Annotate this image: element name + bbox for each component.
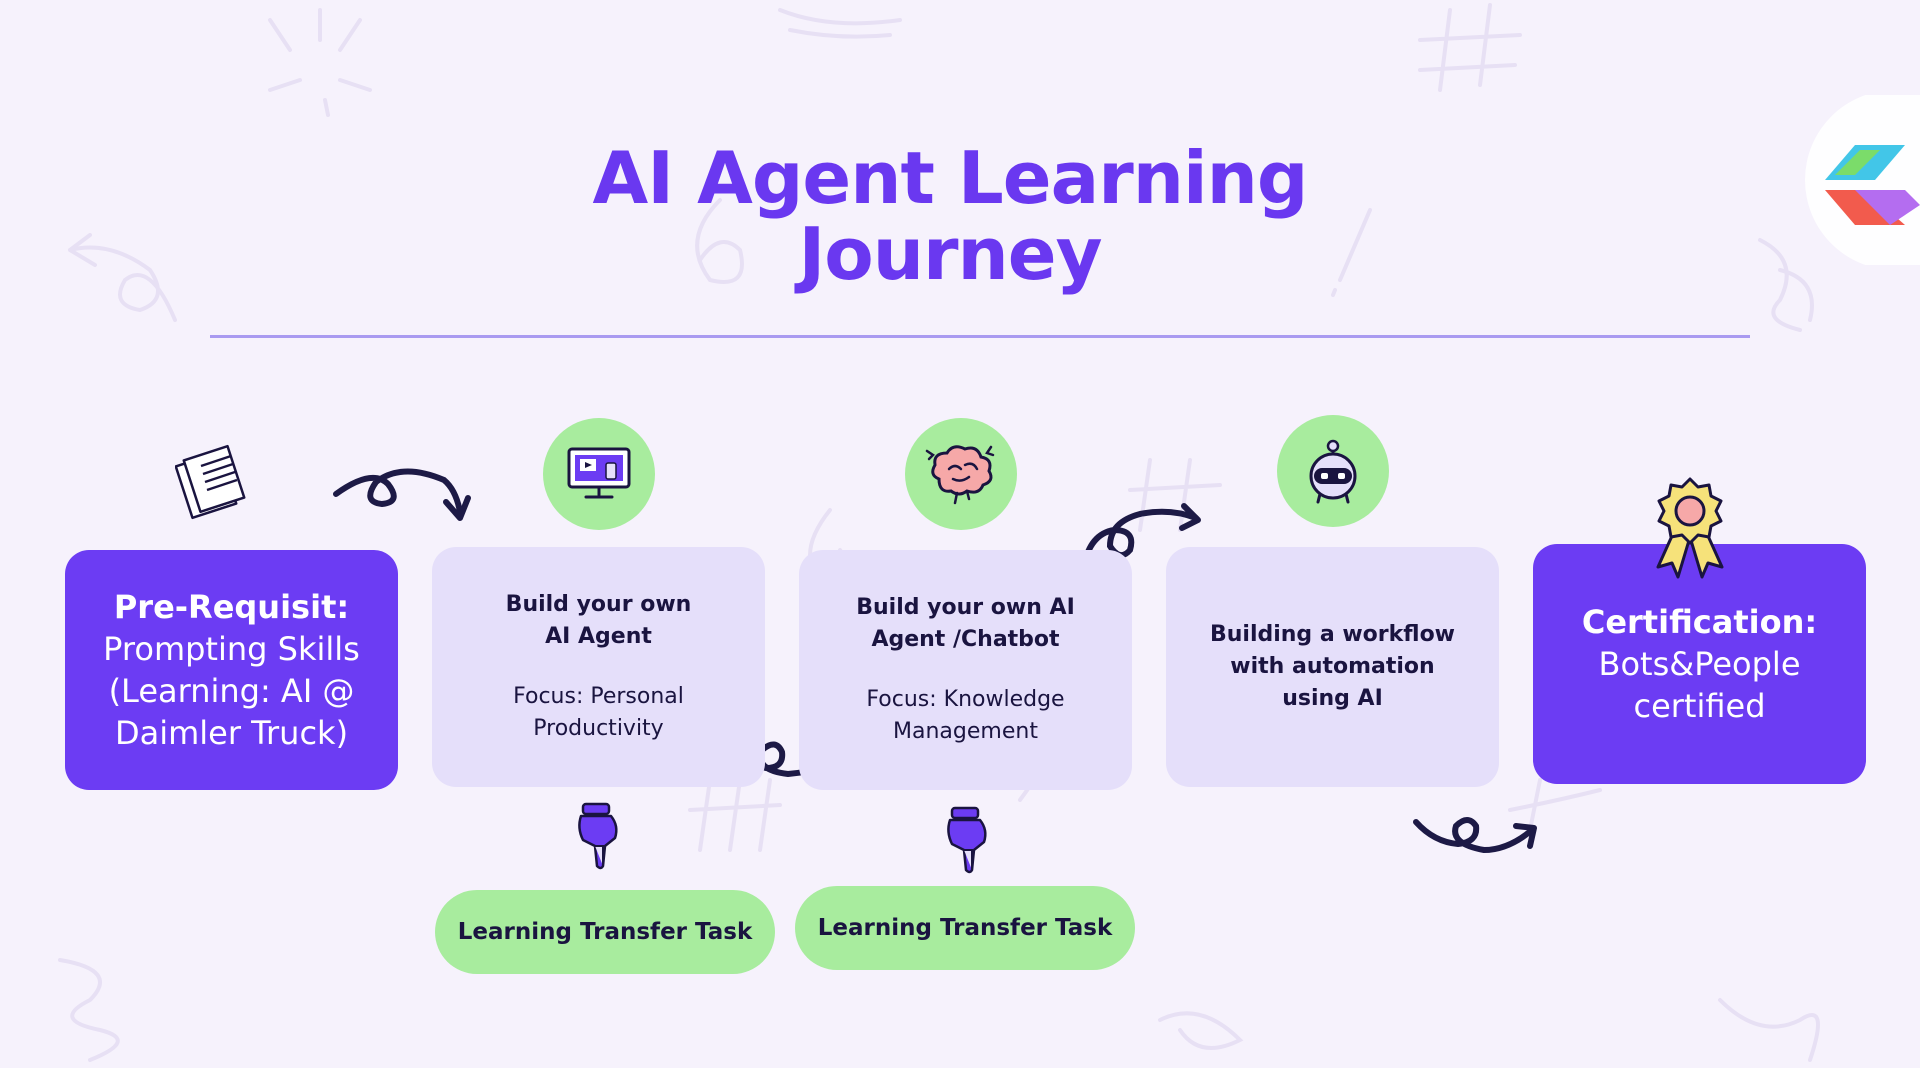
document-icon — [174, 440, 255, 520]
title-divider — [210, 335, 1750, 338]
step-focus: Focus: Personal Productivity — [513, 684, 684, 741]
brain-icon — [925, 445, 995, 505]
loop-arrow-icon — [1413, 817, 1537, 854]
monitor-badge — [543, 418, 655, 530]
loop-arrow-icon — [333, 468, 471, 521]
pointing-hand-icon — [575, 802, 625, 870]
learning-transfer-task-pill: Learning Transfer Task — [795, 886, 1135, 970]
learning-transfer-task-pill: Learning Transfer Task — [435, 890, 775, 974]
award-ribbon-icon — [1640, 475, 1740, 585]
robot-head-icon — [1309, 439, 1357, 504]
prerequisite-body: Prompting Skills (Learning: AI @ Daimler… — [103, 630, 360, 752]
pointing-hand-icon — [944, 806, 994, 874]
step-focus: Focus: Knowledge Management — [866, 687, 1065, 744]
prerequisite-card: Pre-Requisit: Prompting Skills (Learning… — [65, 550, 398, 790]
step-card-build-agent: Build your own AI Agent Focus: Personal … — [432, 547, 765, 787]
step-title: Build your own AI Agent — [505, 592, 692, 649]
step-title: Building a workflow with automation usin… — [1209, 622, 1456, 711]
step-card-build-chatbot: Build your own AI Agent /Chatbot Focus: … — [799, 550, 1132, 790]
step-title: Build your own AI Agent /Chatbot — [856, 595, 1075, 652]
certification-card: Certification: Bots&People certified — [1533, 544, 1866, 784]
robot-badge — [1277, 415, 1389, 527]
certification-body: Bots&People certified — [1598, 645, 1801, 725]
certification-heading: Certification: — [1581, 603, 1818, 641]
prerequisite-heading: Pre-Requisit: — [113, 588, 350, 626]
copilot-logo-icon — [1795, 90, 1920, 270]
brain-badge — [905, 418, 1017, 530]
monitor-robot-icon — [567, 447, 631, 499]
page-title: AI Agent Learning Journey — [592, 136, 1309, 296]
step-card-workflow: Building a workflow with automation usin… — [1166, 547, 1499, 787]
